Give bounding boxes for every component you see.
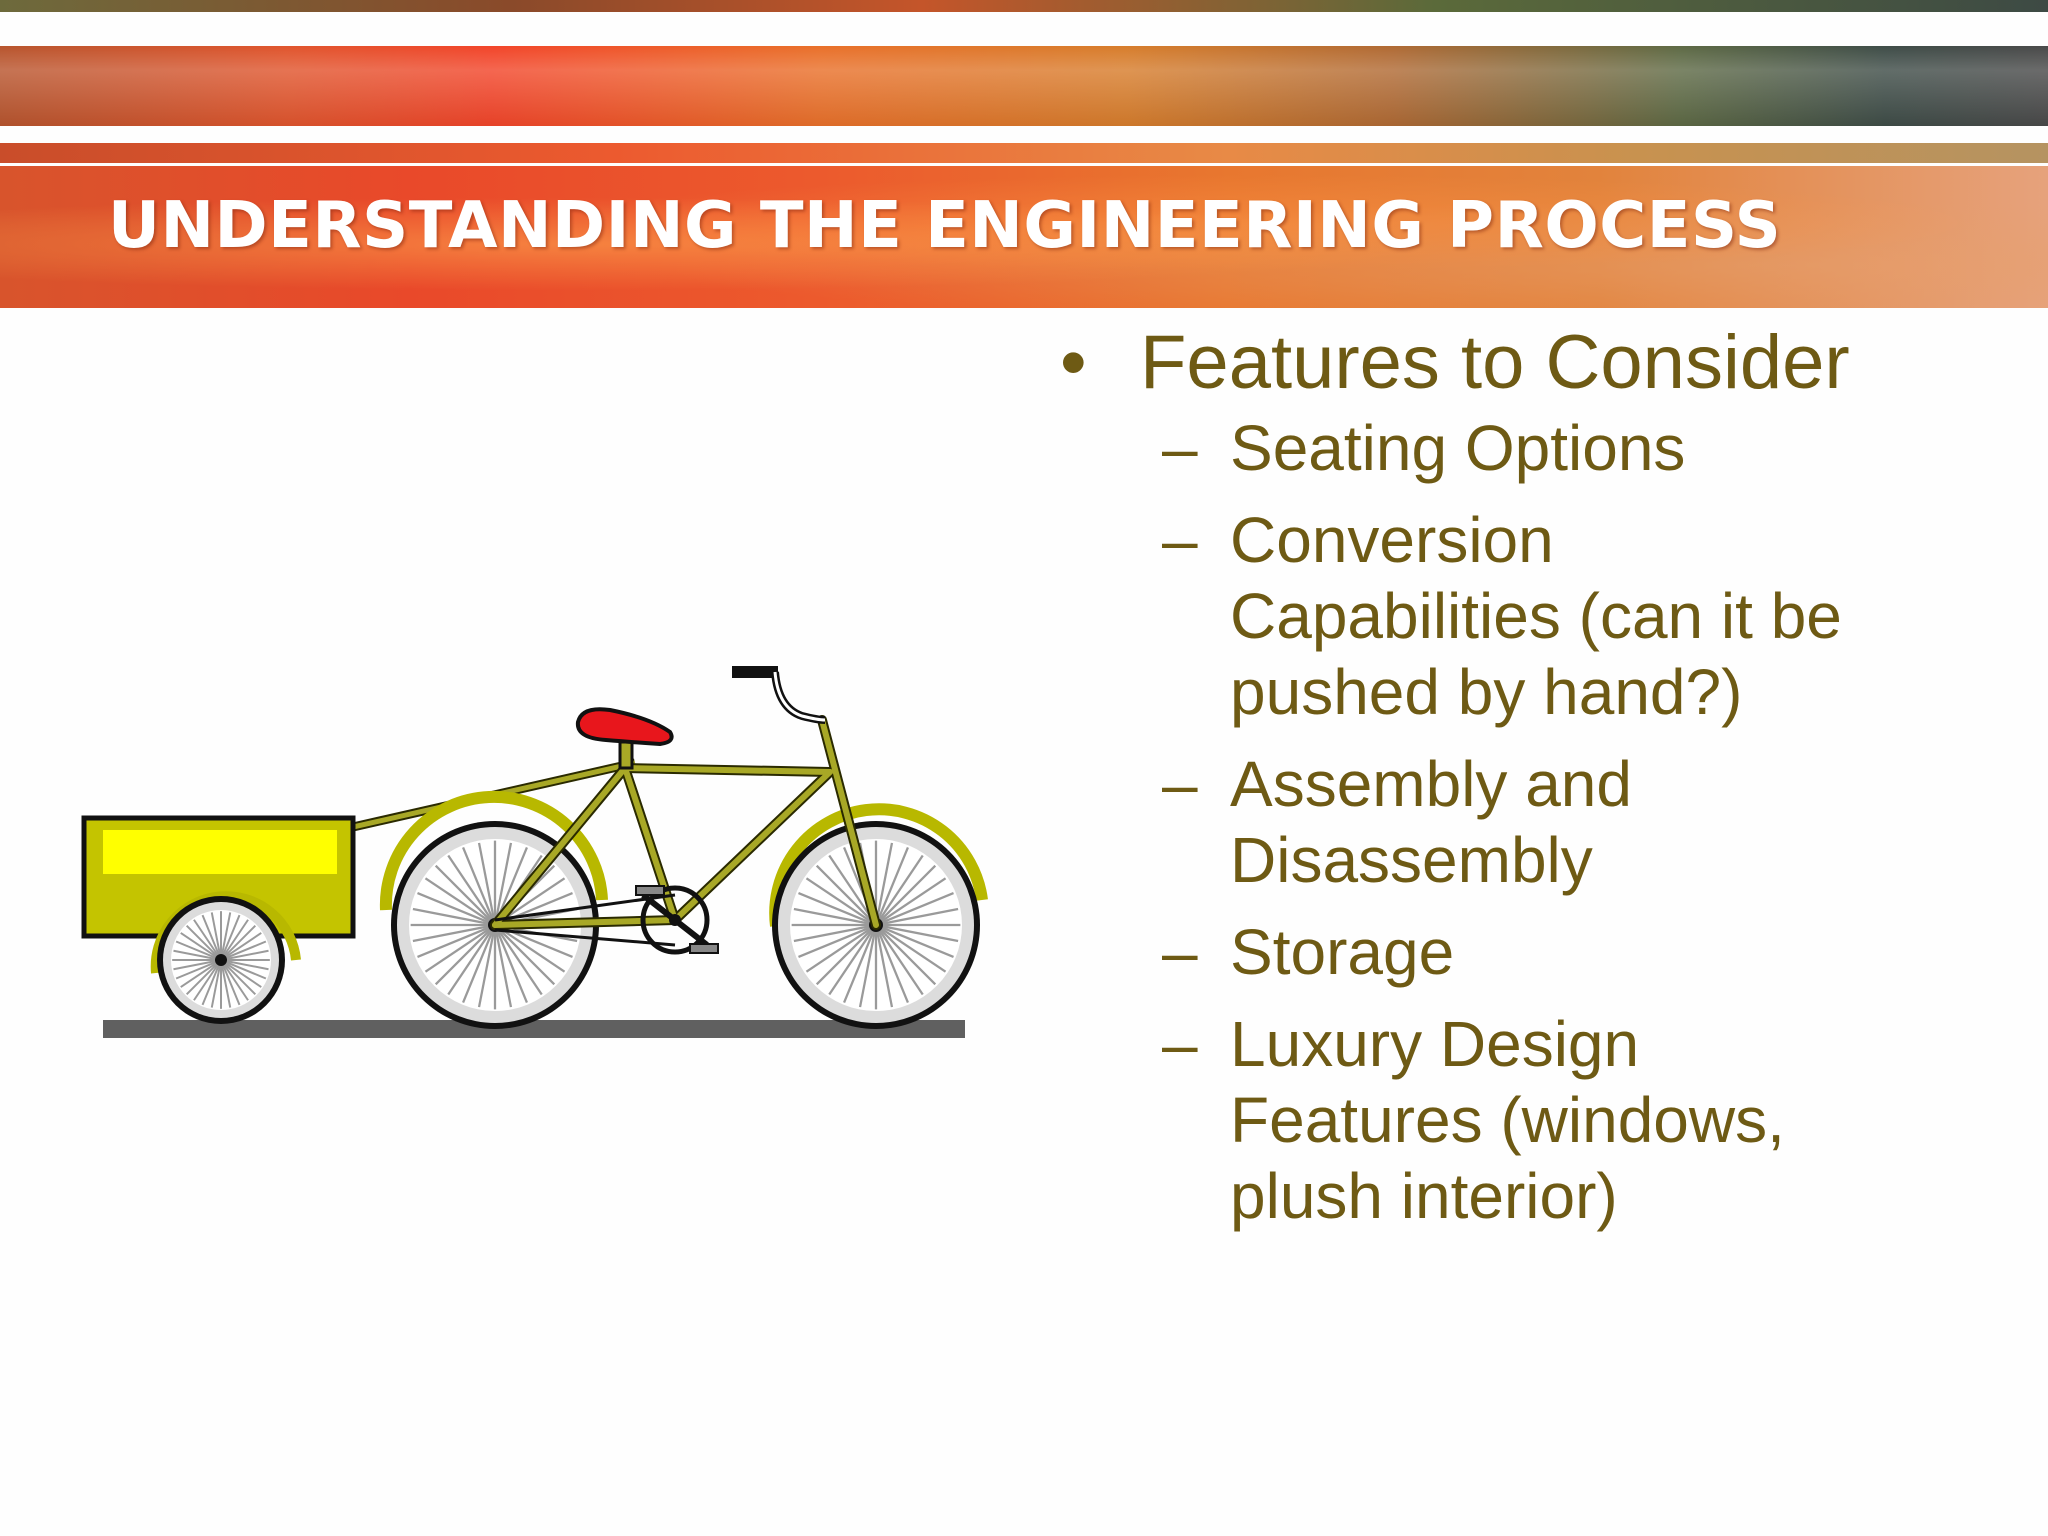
header-divider	[0, 143, 2048, 163]
sub-bullet-line: Storage	[1230, 916, 1455, 988]
title-bar	[0, 166, 2048, 308]
sub-bullet-item: – Conversion Capabilities (can it be pus…	[1050, 502, 1950, 730]
rear-fender	[379, 790, 608, 911]
trailer-panel	[103, 830, 337, 874]
sub-bullet-list: – Seating Options – Conversion Capabilit…	[1050, 410, 2010, 1234]
rear-wheel	[391, 821, 599, 1029]
seat-post	[618, 740, 634, 770]
sub-bullet-item: – Seating Options	[1050, 410, 1950, 486]
sub-bullet-line: pushed by hand?)	[1230, 656, 1743, 728]
main-bullet-text: Features to Consider	[1140, 320, 1850, 405]
header-strip	[0, 0, 2048, 12]
header-band	[0, 46, 2048, 126]
ground-bar	[103, 1020, 965, 1038]
bicycle-trailer-illustration	[81, 666, 988, 1038]
sub-bullet-line: plush interior)	[1230, 1160, 1618, 1232]
dash-icon: –	[1162, 916, 1198, 988]
sub-bullet-line: Features (windows,	[1230, 1084, 1785, 1156]
dash-icon: –	[1162, 504, 1198, 576]
trailer-wheel	[157, 896, 285, 1024]
sub-bullet-line: Assembly and	[1230, 748, 1632, 820]
sub-bullet-line: Seating Options	[1230, 412, 1686, 484]
chainring	[640, 885, 710, 955]
dash-icon: –	[1162, 1008, 1198, 1080]
bullet-icon: •	[1060, 320, 1087, 405]
slide-title: UNDERSTANDING THE ENGINEERING PROCESS	[108, 189, 1782, 263]
main-bullet: • Features to Consider	[1050, 318, 2010, 408]
sub-bullet-line: Capabilities (can it be	[1230, 580, 1842, 652]
front-fender	[769, 803, 988, 927]
handlebar	[771, 671, 826, 724]
sub-bullet-line: Conversion	[1230, 504, 1554, 576]
pedal	[635, 885, 665, 896]
sub-bullet-line: Disassembly	[1230, 824, 1593, 896]
bicycle-frame	[490, 715, 881, 930]
sub-bullet-item: – Assembly and Disassembly	[1050, 746, 1950, 898]
bicycle-seat	[575, 707, 674, 747]
dash-icon: –	[1162, 748, 1198, 820]
bullet-content: • Features to Consider – Seating Options…	[1050, 318, 2010, 1250]
dash-icon: –	[1162, 412, 1198, 484]
pedal	[689, 943, 719, 954]
sub-bullet-line: Luxury Design	[1230, 1008, 1640, 1080]
handlebar-grip	[732, 666, 778, 678]
sub-bullet-item: – Storage	[1050, 914, 1950, 990]
sub-bullet-item: – Luxury Design Features (windows, plush…	[1050, 1006, 1950, 1234]
